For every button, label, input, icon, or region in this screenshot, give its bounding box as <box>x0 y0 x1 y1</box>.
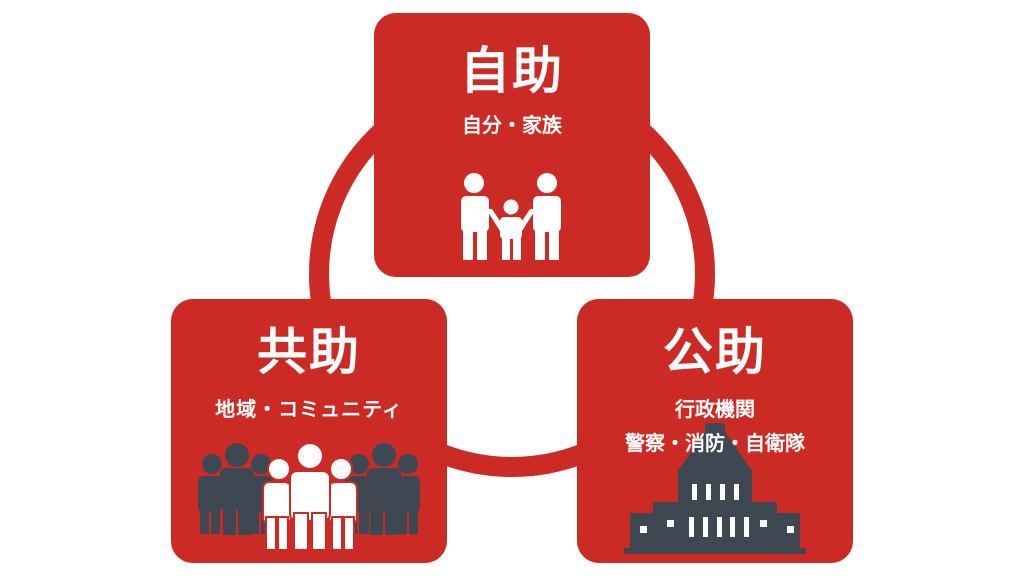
card-subtitle-line2: 警察・消防・自衛隊 <box>625 431 805 455</box>
crowd-icon <box>198 442 420 551</box>
card-subtitle: 自分・家族 <box>462 113 562 137</box>
card-public-help: 公助 行政機関 警察・消防・自衛隊 <box>577 299 853 563</box>
card-title: 共助 <box>257 323 361 381</box>
government-building-icon <box>624 423 806 554</box>
card-subtitle: 地域・コミュニティ <box>215 397 403 421</box>
card-title: 公助 <box>663 323 767 381</box>
card-subtitle-line1: 行政機関 <box>675 397 755 421</box>
card-self-help: 自助 自分・家族 <box>374 13 650 277</box>
family-icon <box>461 173 561 260</box>
card-mutual-help: 共助 地域・コミュニティ <box>171 299 447 563</box>
card-title: 自助 <box>460 42 564 100</box>
